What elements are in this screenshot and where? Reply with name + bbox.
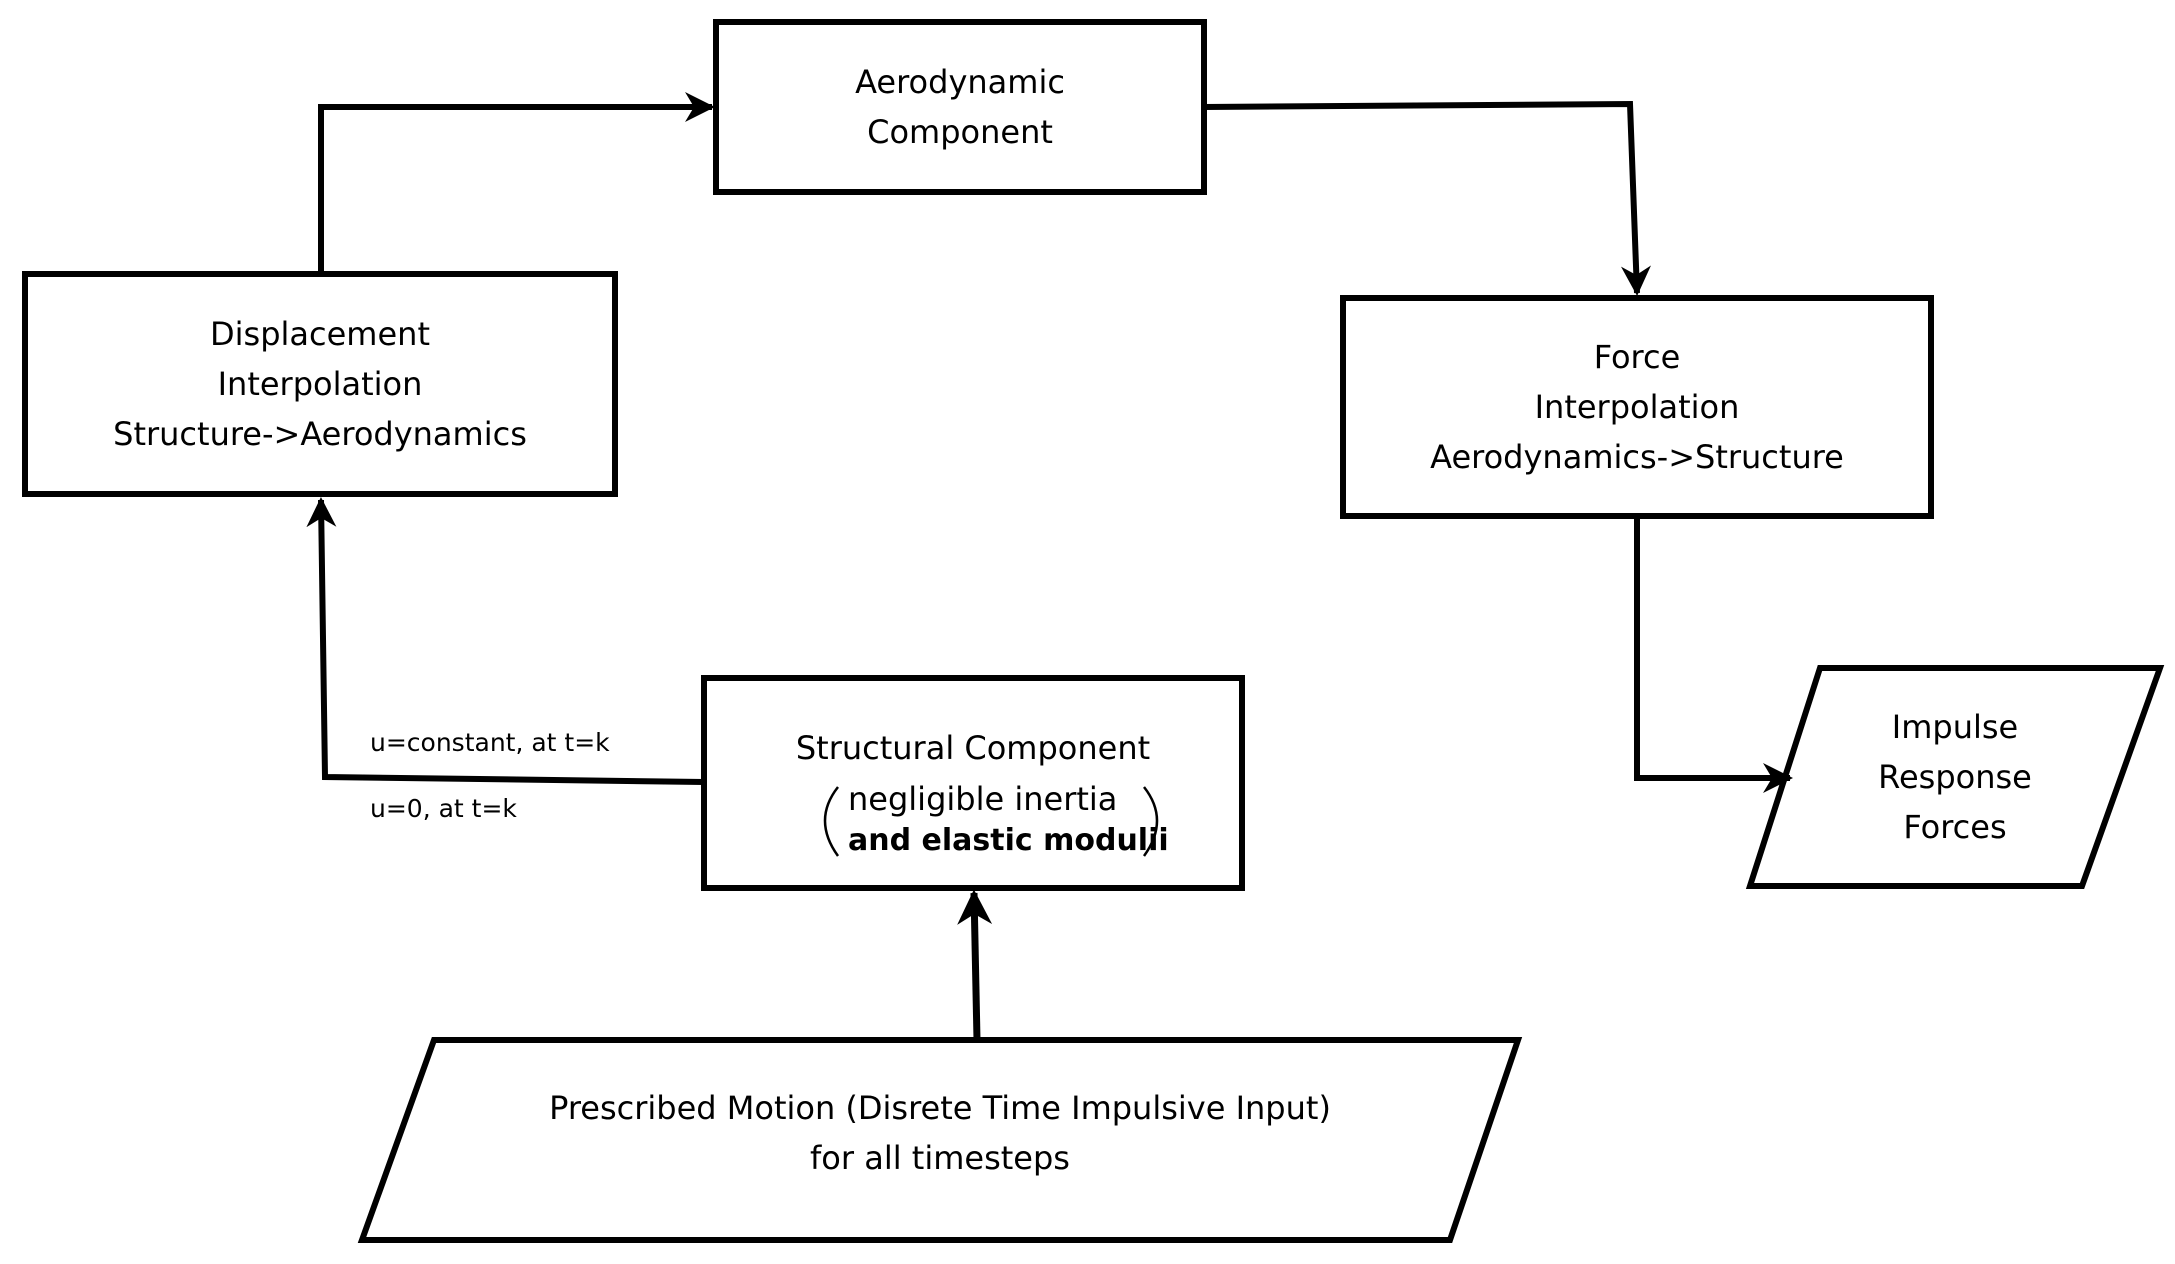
displacement-line-2: Interpolation xyxy=(217,365,423,403)
structural-detail-line-1: negligible inertia xyxy=(848,780,1118,818)
prescribed-line-2: for all timesteps xyxy=(810,1139,1070,1177)
arrow-displacement-to-aerodynamic xyxy=(318,92,715,274)
displacement-interpolation-label: Displacement Interpolation Structure->Ae… xyxy=(25,274,615,494)
displacement-line-1: Displacement xyxy=(210,315,430,353)
force-line-2: Interpolation xyxy=(1534,388,1740,426)
structural-component-title: Structural Component xyxy=(704,722,1242,774)
force-interpolation-label: Force Interpolation Aerodynamics->Struct… xyxy=(1343,298,1931,516)
impulse-line-3: Forces xyxy=(1903,808,2007,846)
impulse-line-2: Response xyxy=(1878,758,2032,796)
open-paren xyxy=(823,786,840,857)
impulse-line-1: Impulse xyxy=(1891,708,2019,746)
arrow-prescribed-to-structural xyxy=(957,889,993,1041)
aerodynamic-component-box xyxy=(713,19,1207,195)
force-line-3: Aerodynamics->Structure xyxy=(1430,438,1844,476)
displacement-line-3: Structure->Aerodynamics xyxy=(113,415,527,453)
prescribed-motion-shape xyxy=(357,1037,1523,1243)
arrow-structural-to-displacement xyxy=(306,497,705,785)
edge-label-upper: u=constant, at t=k xyxy=(370,728,610,757)
structural-component-box xyxy=(701,675,1245,891)
structural-component-details: negligible inertia and elastic modulii xyxy=(848,778,1169,862)
impulse-response-forces-label: Impulse Response Forces xyxy=(1810,668,2100,886)
prescribed-motion-label: Prescribed Motion (Disrete Time Impulsiv… xyxy=(380,1058,1500,1208)
displacement-interpolation-box xyxy=(22,271,618,497)
impulse-response-forces-shape xyxy=(1745,665,2165,889)
aerodynamic-line-1: Aerodynamic xyxy=(855,63,1065,101)
edge-label-lower: u=0, at t=k xyxy=(370,794,517,823)
prescribed-line-1: Prescribed Motion (Disrete Time Impulsiv… xyxy=(549,1089,1331,1127)
arrow-force-to-impulse xyxy=(1634,516,1793,793)
arrow-aerodynamic-to-force xyxy=(1203,100,1651,296)
force-interpolation-box xyxy=(1340,295,1934,519)
structural-title-text: Structural Component xyxy=(795,729,1151,767)
structural-detail-line-2: and elastic modulii xyxy=(848,823,1169,858)
aerodynamic-component-label: Aerodynamic Component xyxy=(716,22,1204,192)
aerodynamic-line-2: Component xyxy=(867,113,1053,151)
close-paren xyxy=(1142,786,1159,857)
force-line-1: Force xyxy=(1593,338,1681,376)
